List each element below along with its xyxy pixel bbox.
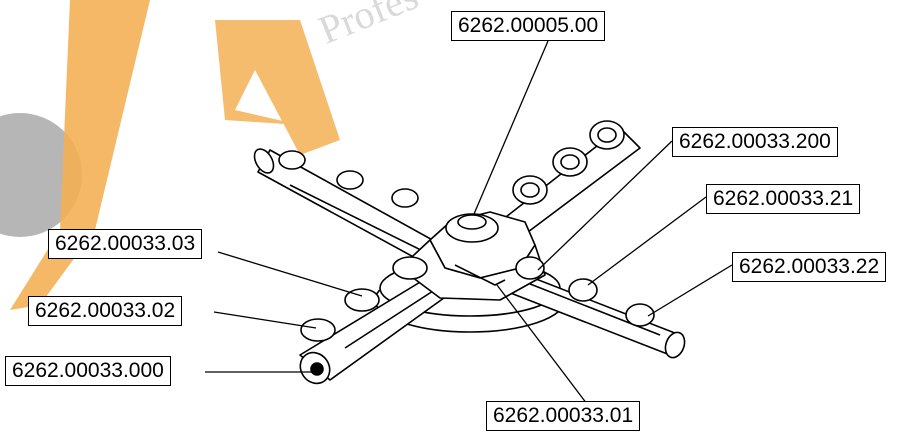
callout-6262-00033-200: 6262.00033.200 bbox=[672, 127, 838, 157]
callout-6262-00033-22: 6262.00033.22 bbox=[732, 252, 887, 282]
nozzle-inner bbox=[520, 182, 540, 198]
nozzle bbox=[515, 256, 545, 280]
nozzle-inner bbox=[560, 154, 580, 170]
watermark-logo bbox=[0, 0, 340, 310]
leader-line bbox=[587, 196, 707, 286]
leader-line bbox=[217, 251, 363, 297]
nozzle bbox=[336, 170, 364, 190]
leader-line bbox=[537, 140, 673, 271]
nozzle bbox=[344, 288, 380, 312]
watermark-orange-shape bbox=[10, 0, 150, 310]
nozzles-back-right bbox=[512, 120, 625, 205]
callout-6262-00033-01: 6262.00033.01 bbox=[486, 401, 641, 431]
callout-6262-00033-000: 6262.00033.000 bbox=[5, 356, 171, 386]
nozzle bbox=[391, 188, 419, 208]
leader-line bbox=[213, 311, 317, 329]
leader-lines bbox=[205, 40, 733, 405]
nozzle bbox=[300, 318, 336, 342]
watermark-orange-chevron bbox=[215, 20, 340, 155]
callout-6262-00033-02: 6262.00033.02 bbox=[28, 296, 183, 326]
front-right-arm-end bbox=[664, 331, 686, 359]
nozzles-front-left bbox=[300, 256, 428, 342]
callout-6262-00033-21: 6262.00033.21 bbox=[706, 184, 861, 214]
nozzles-front-right bbox=[515, 256, 655, 327]
spray-arm-assembly bbox=[253, 120, 686, 385]
nozzle-inner bbox=[597, 127, 617, 143]
nozzles-back-left bbox=[278, 150, 419, 208]
nozzle bbox=[568, 278, 598, 302]
nozzle bbox=[392, 256, 428, 280]
front-left-arm-bore bbox=[310, 362, 324, 376]
nozzle bbox=[278, 150, 306, 170]
back-left-arm-end bbox=[253, 148, 275, 174]
hub-cap-top bbox=[457, 214, 487, 230]
connector-rod bbox=[454, 264, 506, 286]
leader-line bbox=[473, 40, 549, 215]
leader-line bbox=[647, 264, 733, 317]
nozzle bbox=[625, 303, 655, 327]
callout-6262-00033-03: 6262.00033.03 bbox=[48, 229, 203, 259]
leader-line bbox=[496, 284, 588, 405]
callout-6262-00005-00: 6262.00005.00 bbox=[451, 11, 606, 41]
